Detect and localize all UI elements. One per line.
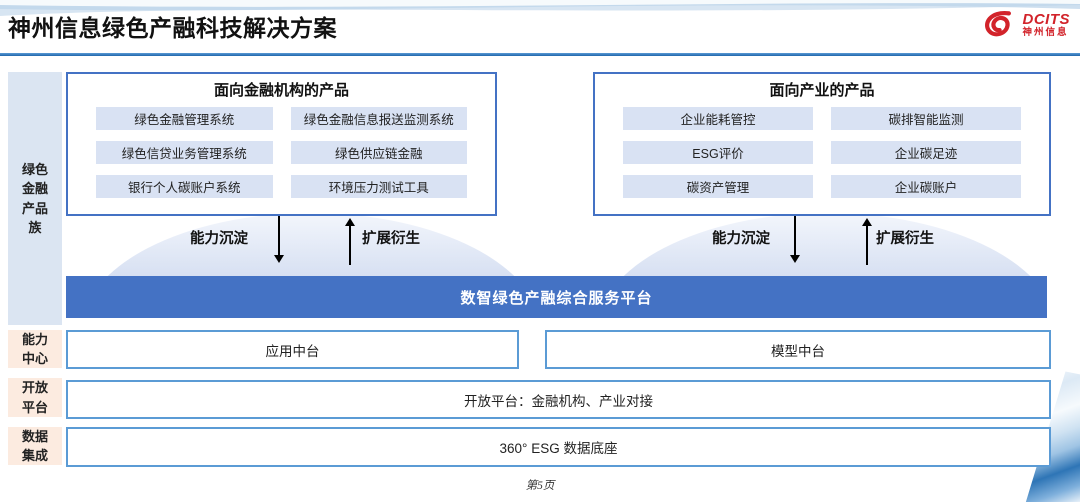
product-chip: 绿色供应链金融 (290, 141, 467, 164)
product-group-industry: 面向产业的产品 企业能耗管控 碳排智能监测 ESG评价 企业碳足迹 碳资产管理 … (593, 72, 1051, 216)
sidebar-label-open-platform: 开放平台 (8, 378, 62, 417)
platform-banner: 数智绿色产融综合服务平台 (66, 276, 1047, 318)
product-chip: 企业能耗管控 (623, 107, 813, 130)
flow-label-extend-derive: 扩展衍生 (876, 231, 934, 247)
product-chip: 碳资产管理 (623, 175, 813, 198)
up-arrow-icon (344, 218, 356, 265)
product-chip: ESG评价 (623, 141, 813, 164)
top-swoosh-decoration (0, 0, 1080, 16)
esg-data-base-row: 360° ESG 数据底座 (66, 427, 1051, 467)
middle-platform-model: 模型中台 (545, 330, 1051, 369)
dome-decoration-right (596, 213, 1058, 276)
product-group-finance-title: 面向金融机构的产品 (213, 82, 349, 99)
down-arrow-icon (789, 216, 801, 263)
up-arrow-icon (861, 218, 873, 265)
flow-label-capability-deposit: 能力沉淀 (712, 231, 770, 247)
product-group-finance: 面向金融机构的产品 绿色金融管理系统 绿色金融信息报送监测系统 绿色信贷业务管理… (66, 72, 497, 216)
product-chip: 环境压力测试工具 (290, 175, 467, 198)
sidebar-label-product-family: 绿色金融产品族 (8, 72, 62, 325)
sidebar-label-data-integration: 数据集成 (8, 427, 62, 465)
product-chip: 银行个人碳账户系统 (96, 175, 273, 198)
flow-label-capability-deposit: 能力沉淀 (190, 231, 248, 247)
product-chip: 绿色信贷业务管理系统 (96, 141, 273, 164)
flow-label-extend-derive: 扩展衍生 (362, 231, 420, 247)
product-group-industry-grid: 企业能耗管控 碳排智能监测 ESG评价 企业碳足迹 碳资产管理 企业碳账户 (623, 107, 1021, 198)
product-chip: 企业碳账户 (831, 175, 1021, 198)
header-divider (0, 53, 1080, 56)
sidebar-label-capability-center: 能力中心 (8, 330, 62, 368)
product-group-finance-grid: 绿色金融管理系统 绿色金融信息报送监测系统 绿色信贷业务管理系统 绿色供应链金融… (96, 107, 467, 198)
logo-text: DCITS 神州信息 (1023, 12, 1071, 38)
product-chip: 绿色金融信息报送监测系统 (290, 107, 467, 130)
product-chip: 绿色金融管理系统 (96, 107, 273, 130)
company-logo: DCITS 神州信息 (979, 7, 1071, 43)
dome-decoration-left (80, 213, 542, 276)
product-group-industry-title: 面向产业的产品 (769, 82, 875, 99)
logo-brand-cn-label: 神州信息 (1022, 26, 1069, 38)
page-title: 神州信息绿色产融科技解决方案 (8, 15, 337, 41)
logo-brand-label: DCITS (1022, 11, 1070, 29)
page-number: 第5页 (525, 480, 555, 492)
dcits-logo-icon (984, 11, 1011, 37)
middle-platform-app: 应用中台 (66, 330, 519, 369)
open-platform-row: 开放平台：金融机构、产业对接 (66, 380, 1051, 419)
product-chip: 企业碳足迹 (831, 141, 1021, 164)
product-chip: 碳排智能监测 (831, 107, 1021, 130)
down-arrow-icon (273, 216, 285, 263)
